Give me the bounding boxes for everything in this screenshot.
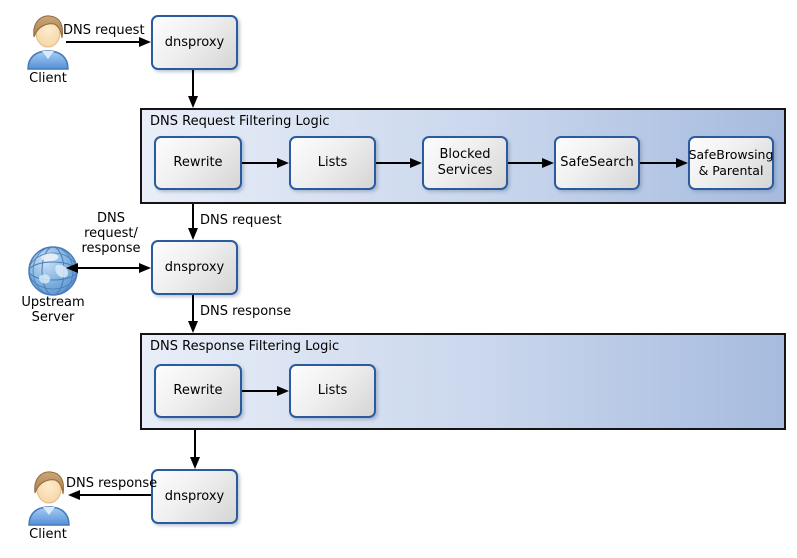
arrow-upstream-line [78, 267, 139, 269]
client-icon [27, 15, 69, 70]
client-bottom-icon [28, 471, 70, 526]
dnsproxy-box-middle: dnsproxy [151, 240, 238, 295]
arrow-proxy3-to-client-line [80, 494, 151, 496]
arrow-rewrite-lists-head [277, 158, 289, 168]
filter-box-lists-response: Lists [289, 364, 376, 418]
upstream-exchange-label: DNS request/ response [81, 211, 141, 256]
upstream-server-label: Upstream Server [21, 295, 85, 325]
dns-response-label-bottom: DNS response [66, 476, 158, 491]
arrow-container2-to-proxy3-head [190, 457, 200, 469]
filter-box-safebrowsing: SafeBrowsing & Parental [688, 136, 774, 190]
arrow-proxy1-to-container1-head [188, 96, 198, 108]
filter-box-rewrite-response: Rewrite [154, 364, 242, 418]
arrow-proxy2-to-container2-head [188, 321, 198, 333]
arrow-safesearch-safebrowsing-head [676, 158, 688, 168]
client-bottom-label: Client [29, 527, 67, 542]
filter-box-blocked-services: Blocked Services [422, 136, 508, 190]
arrow-container1-to-proxy2-head [188, 228, 198, 240]
request-filtering-container: DNS Request Filtering Logic Rewrite List… [140, 108, 786, 204]
dnsproxy-box-bottom: dnsproxy [151, 469, 238, 524]
arrow-blocked-safesearch-line [508, 162, 542, 164]
client-top-label: Client [29, 71, 67, 86]
arrow-upstream-head-left [66, 263, 78, 273]
arrow-container2-to-proxy3-line [194, 430, 196, 458]
arrow-lists-blocked-line [376, 162, 410, 164]
arrow-proxy1-to-container1-line [192, 70, 194, 97]
arrow-safesearch-safebrowsing-line [640, 162, 676, 164]
dns-request-label-middle: DNS request [200, 213, 282, 228]
arrow-client-to-dnsproxy-head [139, 37, 151, 47]
filter-box-rewrite-request: Rewrite [154, 136, 242, 190]
arrow-lists-blocked-head [410, 158, 422, 168]
dns-request-label-top: DNS request [63, 23, 145, 38]
arrow-client-to-dnsproxy-line [66, 41, 139, 43]
arrow-proxy2-to-container2-line [192, 295, 194, 322]
request-filtering-title: DNS Request Filtering Logic [150, 114, 330, 129]
arrow-rewrite-lists-line [242, 162, 278, 164]
response-filtering-container: DNS Response Filtering Logic Rewrite Lis… [140, 333, 786, 430]
response-filtering-title: DNS Response Filtering Logic [150, 339, 340, 354]
arrow-rewrite-lists-response-head [277, 386, 289, 396]
arrow-upstream-head-right [139, 263, 151, 273]
filter-box-lists-request: Lists [289, 136, 376, 190]
arrow-proxy3-to-client-head [68, 490, 80, 500]
dnsproxy-box-top: dnsproxy [151, 15, 238, 70]
dns-response-label-middle: DNS response [200, 304, 292, 319]
filter-box-safesearch: SafeSearch [554, 136, 640, 190]
arrow-blocked-safesearch-head [542, 158, 554, 168]
arrow-container1-to-proxy2-line [192, 204, 194, 229]
arrow-rewrite-lists-response-line [242, 390, 278, 392]
